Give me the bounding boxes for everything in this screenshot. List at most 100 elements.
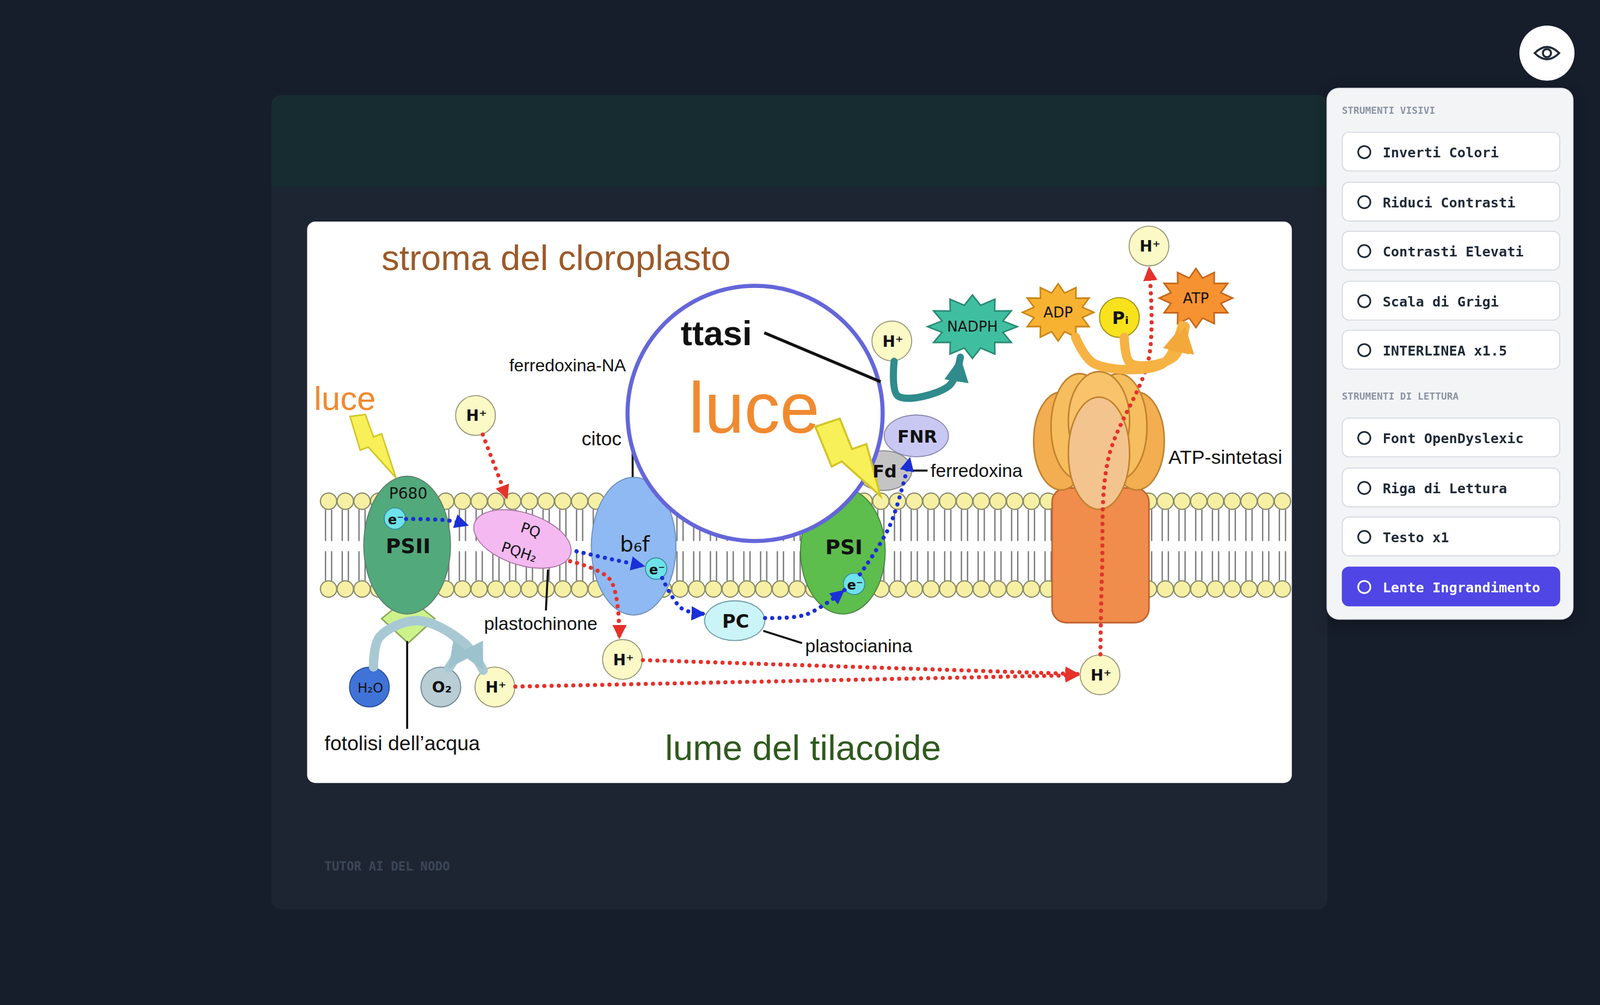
node-text: luce bbox=[688, 372, 820, 444]
node-text: FNR bbox=[897, 428, 938, 446]
node-text: Riga di Lettura bbox=[1382, 481, 1508, 496]
node-text: O₂ bbox=[432, 680, 452, 696]
tool-button: Riduci Contrasti bbox=[1342, 181, 1561, 222]
magnifier-lens: ttasi luce bbox=[625, 283, 885, 543]
phosphate-badge: Pᵢ bbox=[1098, 297, 1140, 338]
button-icon bbox=[1356, 341, 1373, 359]
proton-badge: H⁺ bbox=[1079, 654, 1121, 695]
proton-badge: H⁺ bbox=[474, 666, 516, 707]
tool-button: Lente Ingrandimento bbox=[1342, 566, 1561, 607]
node-text: Inverti Colori bbox=[1382, 145, 1499, 160]
adp-burst: ADP bbox=[1022, 283, 1094, 341]
button-icon bbox=[1356, 528, 1373, 545]
node-text: ATP bbox=[1183, 290, 1210, 305]
fnr-enzyme: FNR bbox=[883, 414, 950, 458]
node-text: STRUMENTI DI LETTURA bbox=[1342, 391, 1459, 402]
electron-flow bbox=[576, 551, 645, 567]
atp-synthase bbox=[1033, 371, 1165, 623]
plastocyanin: PC bbox=[704, 600, 766, 642]
node-text: PSI bbox=[825, 536, 863, 558]
electron-badge: e⁻ bbox=[644, 557, 668, 580]
light-label: luce bbox=[314, 380, 377, 415]
electron-badge: e⁻ bbox=[383, 507, 406, 530]
electron-flow bbox=[859, 456, 910, 575]
reaction-arrow bbox=[1124, 326, 1186, 366]
proton-flow bbox=[1100, 266, 1152, 655]
node-text: ttasi bbox=[680, 315, 753, 350]
enzyme-label: ferredoxina-NA bbox=[509, 356, 626, 374]
node-text: H⁺ bbox=[465, 408, 487, 424]
node-text: Fd bbox=[872, 462, 897, 480]
reaction-arrow bbox=[1075, 325, 1183, 370]
node-text: NADPH bbox=[946, 319, 998, 334]
part-label: ferredoxina bbox=[930, 461, 1023, 480]
proton-badge: H⁺ bbox=[601, 638, 643, 680]
nadph-burst: NADPH bbox=[927, 294, 1018, 359]
node-text: ADP bbox=[1043, 305, 1073, 320]
part-label: plastocianina bbox=[804, 636, 913, 656]
node-text: Contrasti Elevati bbox=[1382, 244, 1524, 259]
region-title: lume del tilacoide bbox=[665, 729, 941, 766]
button-icon bbox=[1356, 429, 1373, 446]
node-text: e⁻ bbox=[649, 562, 666, 576]
button-icon bbox=[1356, 242, 1373, 260]
node-text: PQ bbox=[519, 519, 543, 540]
node-text: e⁻ bbox=[847, 577, 864, 592]
electron-badge: e⁻ bbox=[842, 572, 866, 595]
node-text: Pᵢ bbox=[1112, 309, 1129, 328]
process-label: fotolisi dell’acqua bbox=[324, 732, 480, 754]
part-label: plastochinone bbox=[484, 614, 598, 633]
tool-button: Riga di Lettura bbox=[1342, 467, 1561, 508]
electron-flow bbox=[662, 577, 706, 614]
light-bolt bbox=[349, 414, 396, 478]
node-text: H⁺ bbox=[882, 334, 903, 350]
reaction-arrow bbox=[373, 620, 460, 668]
water-molecule: H₂O bbox=[348, 666, 390, 707]
node-text: STRUMENTI VISIVI bbox=[1342, 105, 1436, 116]
proton-badge: H⁺ bbox=[454, 395, 496, 436]
proton-flow bbox=[515, 674, 1080, 687]
button-icon bbox=[1356, 193, 1373, 211]
node-text: H⁺ bbox=[612, 652, 634, 668]
node-text: b₆f bbox=[619, 534, 650, 556]
proton-badge: H⁺ bbox=[871, 320, 913, 362]
node-text: Testo x1 bbox=[1382, 530, 1450, 545]
tool-button: Testo x1 bbox=[1342, 516, 1561, 557]
node-text: INTERLINEA x1.5 bbox=[1382, 343, 1508, 358]
electron-flow bbox=[765, 589, 845, 619]
electron-flow bbox=[405, 518, 469, 526]
button-icon bbox=[1356, 292, 1373, 310]
card-header bbox=[271, 94, 1328, 187]
node-text: Riduci Contrasti bbox=[1382, 195, 1516, 210]
tool-button: Contrasti Elevati bbox=[1342, 230, 1561, 271]
proton-flow bbox=[570, 561, 620, 639]
node-text: H⁺ bbox=[1139, 239, 1161, 255]
node-text: Lente Ingrandimento bbox=[1382, 580, 1541, 594]
tool-button: INTERLINEA x1.5 bbox=[1342, 329, 1561, 370]
node-text: PSII bbox=[385, 535, 431, 557]
node-text: Font OpenDyslexic bbox=[1382, 431, 1524, 446]
button-icon bbox=[1356, 479, 1373, 496]
node-text: e⁻ bbox=[388, 512, 404, 526]
region-title: stroma del cloroplasto bbox=[381, 239, 731, 276]
part-label: ATP-sintetasi bbox=[1168, 447, 1283, 467]
proton-badge: H⁺ bbox=[1128, 225, 1170, 267]
node-text: PQH₂ bbox=[499, 539, 539, 565]
button-icon bbox=[1356, 578, 1373, 595]
node-text: Scala di Grigi bbox=[1382, 294, 1499, 309]
node-text: H⁺ bbox=[485, 680, 507, 696]
complex-label: citoc bbox=[581, 428, 622, 449]
footer-label: TUTOR AI DEL NODO bbox=[324, 860, 450, 873]
tool-button: Inverti Colori bbox=[1342, 131, 1561, 172]
atp-burst: ATP bbox=[1159, 268, 1233, 328]
node-text: P680 bbox=[389, 485, 428, 502]
node-text: PC bbox=[722, 612, 750, 631]
proton-flow bbox=[642, 659, 1080, 674]
oxygen-molecule: O₂ bbox=[420, 666, 462, 707]
proton-flow bbox=[482, 434, 508, 500]
node-text: H⁺ bbox=[1090, 667, 1112, 683]
node-text: H₂O bbox=[357, 681, 384, 695]
reaction-arrow bbox=[373, 620, 484, 670]
button-icon bbox=[1356, 143, 1373, 160]
